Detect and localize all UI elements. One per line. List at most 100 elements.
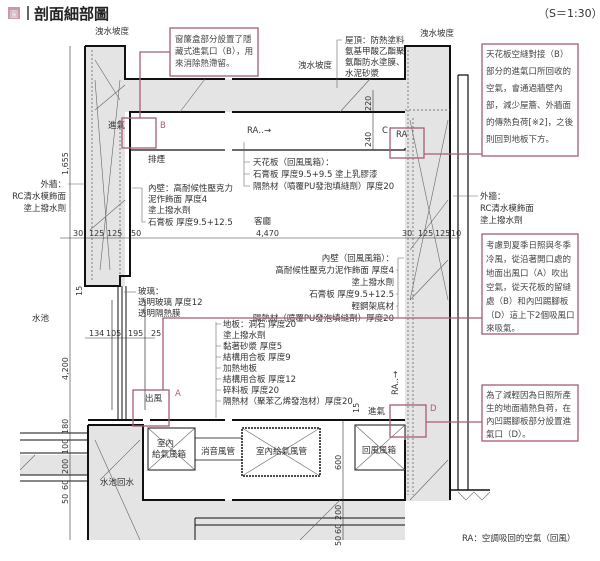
svg-text:石膏板 厚度9.5+12.5: 石膏板 厚度9.5+12.5 bbox=[309, 289, 394, 300]
svg-text:134: 134 bbox=[89, 329, 104, 338]
slope-label-left: 洩水坡度 bbox=[95, 26, 130, 37]
svg-text:部分的進氣口所回收的: 部分的進氣口所回收的 bbox=[486, 66, 571, 77]
scale-label: （S＝1:30） bbox=[538, 7, 600, 20]
dimension-lines bbox=[60, 46, 460, 540]
pool-return-label: 水池回水 bbox=[100, 477, 135, 488]
ra-label-c: RA bbox=[396, 130, 408, 140]
supply-duct-label: 室內給氣風管 bbox=[256, 446, 307, 457]
dim-600: 600 bbox=[334, 455, 343, 470]
svg-text:黏著砂漿 厚度5: 黏著砂漿 厚度5 bbox=[223, 341, 282, 352]
callout-c-ceiling: 天花板空縫對接（B） 部分的進氣口所回收的 空氣，會通過牆壁內 部，減少屋簷、外… bbox=[389, 43, 579, 159]
svg-text:空氣，會通過牆壁內: 空氣，會通過牆壁內 bbox=[486, 83, 563, 94]
outer-wall-left-spec: 外牆： RC清水模飾面 塗上撥水劑 bbox=[12, 179, 85, 214]
svg-text:25: 25 bbox=[151, 329, 161, 338]
room-label-living: 客廳 bbox=[254, 216, 272, 227]
svg-text:為了減輕因為日照所產: 為了減輕因為日照所產 bbox=[486, 390, 572, 401]
svg-text:氣口（D）。: 氣口（D）。 bbox=[486, 429, 531, 440]
dim-left-wall: 30 125 125 50 bbox=[73, 229, 141, 238]
svg-text:200: 200 bbox=[61, 459, 70, 474]
window-glass bbox=[111, 286, 146, 420]
dim-240: 240 bbox=[364, 132, 373, 147]
intake-label-d: 進氣 bbox=[368, 406, 386, 417]
svg-text:（D）這上下2個吸風口: （D）這上下2個吸風口 bbox=[486, 310, 574, 321]
svg-text:加熱地板: 加熱地板 bbox=[223, 363, 258, 374]
svg-text:125: 125 bbox=[435, 229, 450, 238]
svg-text:50: 50 bbox=[61, 494, 70, 504]
callout-b-curtain: 窗簾盒部分設置了隱 藏式進氣口（B），用 來消除熱滯留。 bbox=[121, 27, 259, 149]
silencer-duct-label: 消音風管 bbox=[201, 446, 235, 457]
inner-wall-right-spec: 內壁（回風風箱）： 高耐候性壓克力泥作飾面 厚度4 塗上撥水劑 石膏板 厚度9.… bbox=[253, 253, 404, 324]
svg-text:玻璃：: 玻璃： bbox=[138, 286, 164, 297]
ra-flow-ceiling: RA‥→ bbox=[247, 126, 271, 136]
svg-text:50: 50 bbox=[131, 229, 141, 238]
svg-text:內凹踢腳板部分設置進: 內凹踢腳板部分設置進 bbox=[486, 416, 572, 427]
marker-c: C bbox=[382, 126, 388, 136]
duct-boxes bbox=[147, 424, 406, 477]
svg-text:125: 125 bbox=[418, 229, 433, 238]
intake-label-b: 進氣 bbox=[108, 120, 126, 131]
figure-icon-label: 圖 bbox=[10, 10, 18, 19]
svg-text:105: 105 bbox=[106, 329, 121, 338]
svg-text:30: 30 bbox=[73, 229, 83, 238]
svg-text:氨酯防水塗膜、: 氨酯防水塗膜、 bbox=[345, 57, 405, 68]
svg-text:冷風，從沿著開口處的: 冷風，從沿著開口處的 bbox=[486, 254, 571, 265]
svg-text:空氣，從天花板的留縫: 空氣，從天花板的留縫 bbox=[486, 282, 572, 293]
svg-text:石膏板 厚度9.5+12.5: 石膏板 厚度9.5+12.5 bbox=[148, 217, 233, 228]
floor-spec: 地板：洞石 厚度20 塗上撥水劑 黏著砂漿 厚度5 結構用合板 厚度9 加熱地板… bbox=[215, 319, 353, 418]
dim-left-floor: 180 100 200 60 50 bbox=[61, 419, 70, 504]
svg-text:水泥砂漿: 水泥砂漿 bbox=[345, 68, 380, 79]
dim-4200: 4,200 bbox=[61, 357, 70, 380]
dim-glass: 134 105 195 25 bbox=[89, 329, 161, 338]
svg-text:氨基甲酸乙酯聚: 氨基甲酸乙酯聚 bbox=[345, 46, 405, 57]
svg-text:結構用合板 厚度12: 結構用合板 厚度12 bbox=[223, 374, 296, 385]
svg-text:隔熱材（噴覆PU發泡填縫劑）厚度20: 隔熱材（噴覆PU發泡填縫劑）厚度20 bbox=[253, 181, 394, 192]
supply-box-label-2: 給氣風箱 bbox=[152, 449, 187, 460]
svg-text:塗上撥水劑: 塗上撥水劑 bbox=[23, 203, 66, 214]
svg-text:外牆：: 外牆： bbox=[480, 191, 506, 202]
svg-text:100: 100 bbox=[61, 439, 70, 454]
svg-text:RC清水模飾面: RC清水模飾面 bbox=[12, 191, 66, 202]
svg-text:外牆：: 外牆： bbox=[40, 179, 66, 190]
dim-15-window: 15 bbox=[75, 286, 84, 296]
svg-text:內壁：高耐候性壓克力: 內壁：高耐候性壓克力 bbox=[148, 183, 233, 194]
svg-text:180: 180 bbox=[61, 419, 70, 434]
svg-text:125: 125 bbox=[107, 229, 122, 238]
svg-text:泥作飾面 厚度4: 泥作飾面 厚度4 bbox=[148, 194, 207, 205]
svg-text:透明玻璃 厚度12: 透明玻璃 厚度12 bbox=[138, 297, 203, 308]
svg-text:屋頂：防熱塗料: 屋頂：防熱塗料 bbox=[345, 35, 405, 46]
svg-text:195: 195 bbox=[128, 329, 143, 338]
roof-spec: 屋頂：防熱塗料 氨基甲酸乙酯聚 氨酯防水塗膜、 水泥砂漿 bbox=[336, 35, 405, 88]
svg-text:考慮到夏季日照與冬季: 考慮到夏季日照與冬季 bbox=[486, 240, 572, 251]
ra-flow-wall: RA‥→ bbox=[391, 371, 401, 395]
svg-text:125: 125 bbox=[89, 229, 104, 238]
outer-wall-right-spec: 外牆： RC清水模飾面 塗上撥水劑 bbox=[453, 191, 534, 226]
inner-wall-left-spec: 內壁：高耐候性壓克力 泥作飾面 厚度4 塗上撥水劑 石膏板 厚度9.5+12.5 bbox=[132, 183, 233, 228]
svg-text:窗簾盒部分設置了隱: 窗簾盒部分設置了隱 bbox=[175, 34, 252, 45]
svg-text:RC清水模飾面: RC清水模飾面 bbox=[480, 203, 534, 214]
svg-text:處（B）和內凹踢腳板: 處（B）和內凹踢腳板 bbox=[486, 296, 569, 307]
svg-text:塗上撥水劑: 塗上撥水劑 bbox=[223, 330, 266, 341]
dim-15-intake: 15 bbox=[352, 403, 361, 413]
marker-b: B bbox=[160, 121, 166, 131]
page-title: 剖面細部圖 bbox=[34, 5, 109, 23]
svg-text:部，減少屋簷、外牆面: 部，減少屋簷、外牆面 bbox=[486, 100, 572, 111]
svg-text:碎料板 厚度20: 碎料板 厚度20 bbox=[223, 385, 279, 396]
svg-text:地面出風口（A）吹出: 地面出風口（A）吹出 bbox=[486, 268, 568, 279]
svg-text:則回到地板下方。: 則回到地板下方。 bbox=[486, 134, 554, 145]
svg-text:天花板空縫對接（B）: 天花板空縫對接（B） bbox=[486, 49, 568, 60]
svg-text:高耐候性壓克力泥作飾面 厚度4: 高耐候性壓克力泥作飾面 厚度4 bbox=[275, 265, 394, 276]
svg-text:地板：洞石 厚度20: 地板：洞石 厚度20 bbox=[223, 319, 296, 330]
svg-text:的傳熱負荷[※2]，之後: 的傳熱負荷[※2]，之後 bbox=[486, 117, 574, 128]
svg-text:來消除熱滯留。: 來消除熱滯留。 bbox=[175, 58, 235, 69]
svg-text:60: 60 bbox=[61, 480, 70, 490]
exhaust-label: 排煙 bbox=[148, 154, 166, 165]
svg-text:10: 10 bbox=[451, 229, 461, 238]
callout-d-baseboard: 為了減輕因為日照所產 生的地面牆熱負荷，在 內凹踢腳板部分設置進 氣口（D）。 bbox=[389, 384, 579, 442]
slope-label-middle: 洩水坡度 bbox=[298, 60, 333, 71]
legend-ra: RA：空調吸回的空氣（回風） bbox=[462, 533, 575, 544]
dim-220: 220 bbox=[364, 96, 373, 111]
marker-d: D bbox=[430, 404, 437, 414]
svg-text:來吸氣。: 來吸氣。 bbox=[486, 323, 520, 334]
return-box-label: 回風風箱 bbox=[362, 445, 397, 456]
